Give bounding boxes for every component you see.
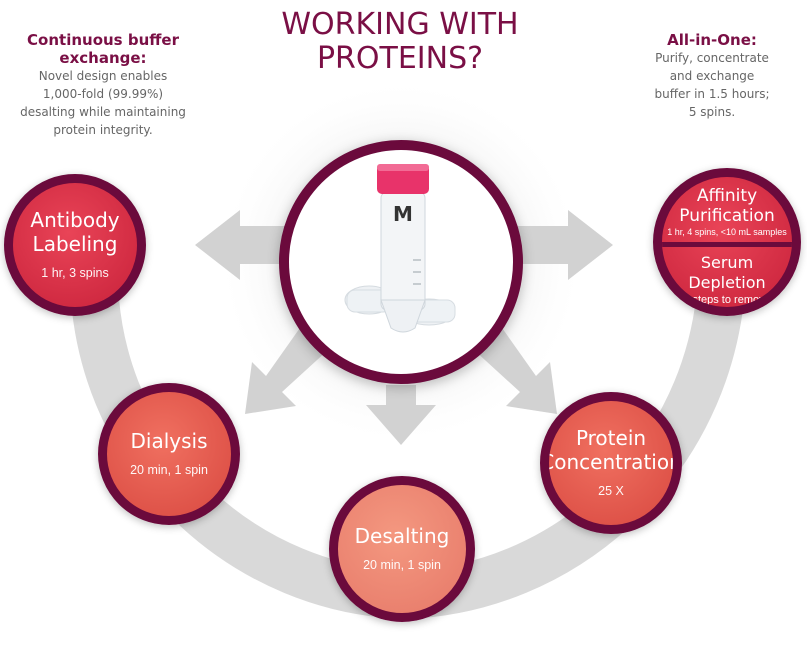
dialysis-node: Dialysis 20 min, 1 spin [98,383,240,525]
affinity-purification-section: Affinity Purification 1 hr, 4 spins, <10… [662,177,792,242]
left-note-body-2: 1,000-fold (99.99%) [42,87,164,101]
arrows [195,210,613,445]
left-note-heading-1: Continuous buffer [27,31,179,49]
protein-concentration-detail: 25 X [598,484,624,498]
antibody-labeling-node: Antibody Labeling 1 hr, 3 spins [4,174,146,316]
tube-logo: M [393,202,413,226]
arrow-down-left [245,325,328,414]
left-note-heading-2: exchange: [59,49,147,67]
right-note-body-2: and exchange [669,69,755,83]
right-note-body-1: Purify, concentrate [655,51,769,65]
title-line-1: WORKING WITH [281,7,519,42]
protein-concentration-title-1: Protein [575,426,647,450]
title-line-2: PROTEINS? [316,41,484,76]
protein-concentration-title-2: Concentration [540,450,682,474]
arrow-down-right [474,325,557,414]
antibody-labeling-title-2: Labeling [32,232,118,256]
left-note: Continuous buffer exchange: Novel design… [8,31,198,139]
arrow-down [366,385,436,445]
arrow-right [518,210,613,280]
node-divider [662,242,792,247]
right-note-body-4: 5 spins. [688,105,736,119]
left-note-body-4: protein integrity. [53,123,153,137]
antibody-labeling-title-1: Antibody [30,208,120,232]
affinity-purification-title-2: Purification [679,206,775,227]
desalting-title: Desalting [354,524,450,548]
right-note-heading: All-in-One: [667,31,757,49]
affinity-serum-node: Affinity Purification 1 hr, 4 spins, <10… [653,168,801,316]
desalting-detail: 20 min, 1 spin [363,558,441,572]
affinity-purification-detail: 1 hr, 4 spins, <10 mL samples [667,227,787,238]
serum-depletion-title: Serum Depletion [688,253,766,292]
serum-depletion-section: Serum Depletion 2 steps to remove [662,247,792,307]
antibody-labeling-detail: 1 hr, 3 spins [41,266,109,280]
dialysis-title: Dialysis [130,429,208,453]
affinity-purification-title-1: Affinity [696,186,758,207]
serum-depletion-detail: 2 steps to remove [683,294,771,306]
centrifuge-tube-image [344,164,456,333]
right-note: All-in-One: Purify, concentrate and exch… [622,31,802,121]
left-note-body-3: desalting while maintaining [20,105,186,119]
center-product-circle: M [279,140,523,384]
left-note-body-1: Novel design enables [38,69,168,83]
desalting-node: Desalting 20 min, 1 spin [329,476,475,622]
page-title: WORKING WITH PROTEINS? [250,8,550,76]
protein-concentration-node: Protein Concentration 25 X [540,392,682,534]
arrow-left [195,210,285,280]
right-note-body-3: buffer in 1.5 hours; [654,87,770,101]
dialysis-detail: 20 min, 1 spin [130,463,208,477]
